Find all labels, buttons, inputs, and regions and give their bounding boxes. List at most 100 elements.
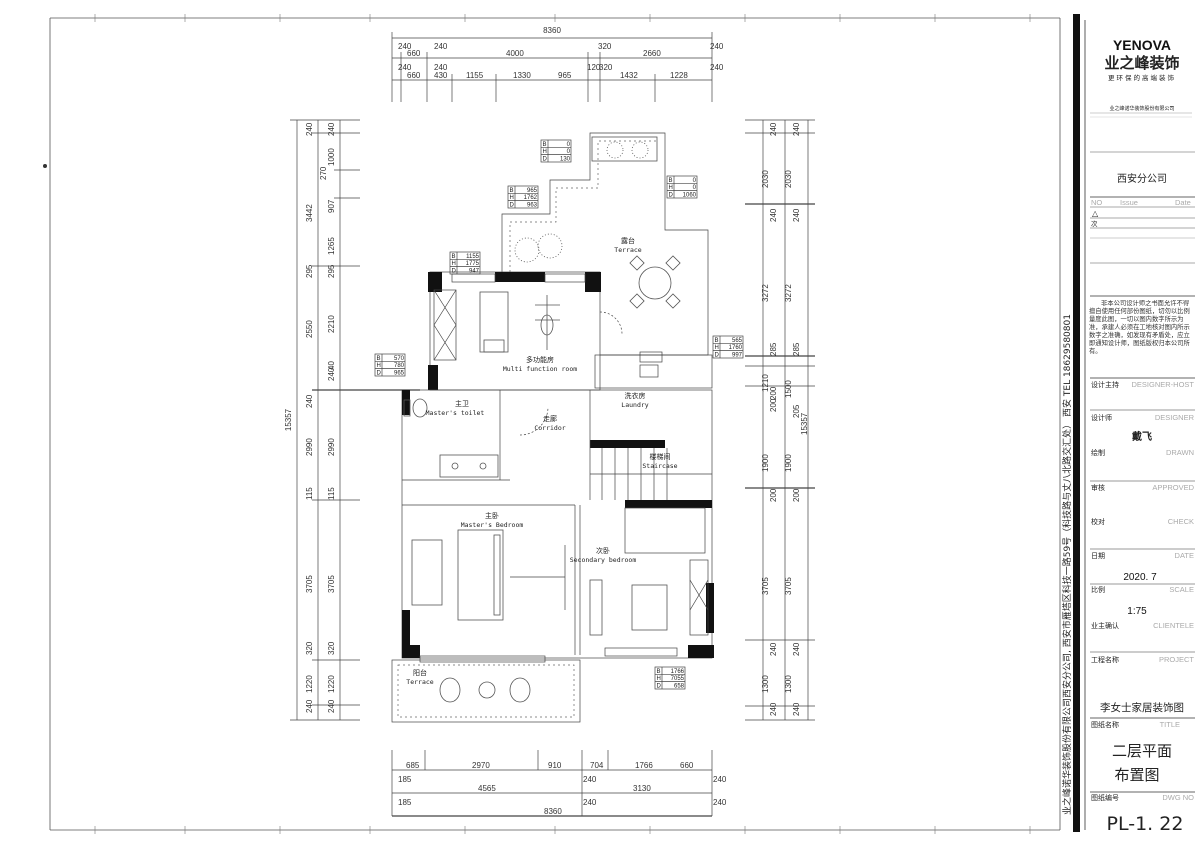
field-label-en: DESIGNER [1155, 413, 1195, 422]
balcony-furniture-icon [439, 677, 531, 703]
project-name: 李女士家居装饰图 [1100, 701, 1184, 714]
field-label: 日期 [1091, 552, 1105, 560]
dim-top-r2: 1155 [466, 71, 484, 80]
bhd-key: H [715, 345, 719, 351]
dim-label: 285 [792, 342, 801, 356]
dim-label: 320 [305, 641, 314, 655]
room-label-staircase: 楼梯间 Staircase [642, 452, 677, 470]
dim-label: 240 [327, 367, 336, 381]
drawing-title-line2: 布置图 [1114, 766, 1159, 784]
dim-bottom-r2: 3130 [633, 784, 651, 793]
dim-label: 3442 [305, 204, 314, 222]
field-label: 设计主持 [1091, 380, 1119, 389]
bhd-key: D [377, 371, 382, 377]
wardrobe-icon [624, 507, 709, 636]
issue-header: Issue [1120, 198, 1138, 207]
dim-label: 2030 [761, 170, 770, 188]
dim-bottom-r1: 2970 [472, 761, 490, 770]
dim-top-r2: 660 [407, 71, 421, 80]
bhd-key: D [543, 157, 548, 163]
bhd-value: 1766 [671, 669, 685, 675]
dim-label: 40 [327, 361, 336, 370]
room-name-en: Staircase [642, 462, 677, 470]
bhd-key: D [510, 203, 515, 209]
bhd-value: 780 [394, 363, 405, 369]
issue-mark-icon: △ [1092, 209, 1099, 218]
dim-bottom-r1: 704 [590, 761, 604, 770]
dim-label: 1300 [761, 675, 770, 693]
field-label: 业主确认 [1091, 621, 1119, 630]
plant-icon [514, 141, 649, 263]
dim-top-r1: 240 [434, 42, 448, 51]
dim-bottom-r2: 240 [583, 775, 597, 784]
designer-name: 戴飞 [1132, 430, 1152, 443]
room-label-corridor: 走廊 Corridor [534, 414, 565, 432]
dim-bottom-r2: 240 [713, 775, 727, 784]
bhd-value: 1060 [683, 193, 697, 199]
bed-icon [411, 529, 504, 621]
bhd-value: 963 [527, 203, 538, 209]
room-label-multi-function: 多功能房 Multi function room [503, 355, 577, 373]
field-clientele: 业主确认 CLIENTELE [1091, 621, 1194, 630]
room-name-en: Terrace [406, 678, 433, 686]
dim-bottom-r3: 185 [398, 798, 412, 807]
dim-top-r1: 240 [398, 42, 412, 51]
bhd-key: H [377, 363, 381, 369]
dim-top-r1: 4000 [506, 49, 524, 58]
room-name-en: Corridor [534, 424, 565, 432]
dim-label: 3705 [784, 577, 793, 595]
dim-label: 240 [792, 122, 801, 136]
dim-bottom-r1: 1766 [635, 761, 653, 770]
stair-icon [590, 448, 712, 500]
floor-plan: 多功能房 Multi function room 露台 Terrace 主卫 M… [374, 132, 744, 723]
balcony-outline [391, 659, 581, 723]
dim-right-col2: 240 2030 240 3272 285 205 1500 1900 200 … [784, 122, 801, 716]
room-label-terrace-bottom: 阳台 Terrace [406, 668, 433, 686]
dim-bottom-r3: 8360 [544, 807, 562, 816]
dim-label: 2550 [305, 320, 314, 338]
bhd-value: 658 [674, 684, 685, 690]
room-name-cn: 阳台 [413, 668, 427, 677]
dim-label: 270 [319, 166, 328, 180]
field-date: 日期 DATE 2020. 7 [1091, 551, 1194, 583]
scale-value: 1:75 [1127, 606, 1147, 617]
dim-bottom-r2: 185 [398, 775, 412, 784]
bhd-key: B [543, 142, 547, 148]
bhd-value: 7055 [671, 676, 685, 682]
dim-label: 115 [327, 487, 336, 500]
room-name-cn: 多功能房 [526, 355, 554, 364]
logo-cn: 业之峰装饰 [1104, 54, 1179, 72]
dim-label: 1300 [784, 675, 793, 693]
field-label: 设计师 [1091, 413, 1112, 422]
terrace-upper-outline [501, 132, 709, 356]
field-designer: 设计师 DESIGNER 戴飞 [1091, 413, 1195, 443]
bhd-key: H [669, 185, 673, 191]
bhd-key: B [452, 254, 456, 260]
bhd-key: D [715, 353, 720, 359]
dim-label: 1220 [327, 675, 336, 693]
field-label-en: CHECK [1168, 517, 1194, 526]
dim-label: 200 [769, 386, 778, 400]
room-name-cn: 洗衣房 [625, 391, 646, 400]
dim-label: 240 [792, 702, 801, 716]
dim-label: 2030 [784, 170, 793, 188]
field-designer-host: 设计主持 DESIGNER-HOST [1091, 380, 1194, 389]
field-label-en: DRAWN [1166, 448, 1194, 457]
drawing-number: PL-1. 22 [1107, 813, 1184, 835]
bhd-key: D [669, 193, 674, 199]
field-project: 工程名称 PROJECT 李女士家居装饰图 [1091, 655, 1194, 714]
dim-label: 320 [327, 641, 336, 655]
field-label-en: TITLE [1160, 720, 1180, 729]
dim-bottom-r1: 685 [406, 761, 420, 770]
issue-row: 次 [1091, 219, 1098, 228]
bhd-key: B [669, 178, 673, 184]
room-name-cn: 次卧 [596, 546, 610, 555]
field-drawn: 绘制 DRAWN [1091, 448, 1194, 457]
dimensions-left: 15357 240 3442 295 2550 240 2990 115 370… [284, 119, 420, 721]
field-label-en: PROJECT [1159, 655, 1194, 664]
bhd-value: 997 [732, 353, 743, 359]
bhd-value: 565 [732, 338, 743, 344]
bhd-value: 130 [560, 157, 571, 163]
